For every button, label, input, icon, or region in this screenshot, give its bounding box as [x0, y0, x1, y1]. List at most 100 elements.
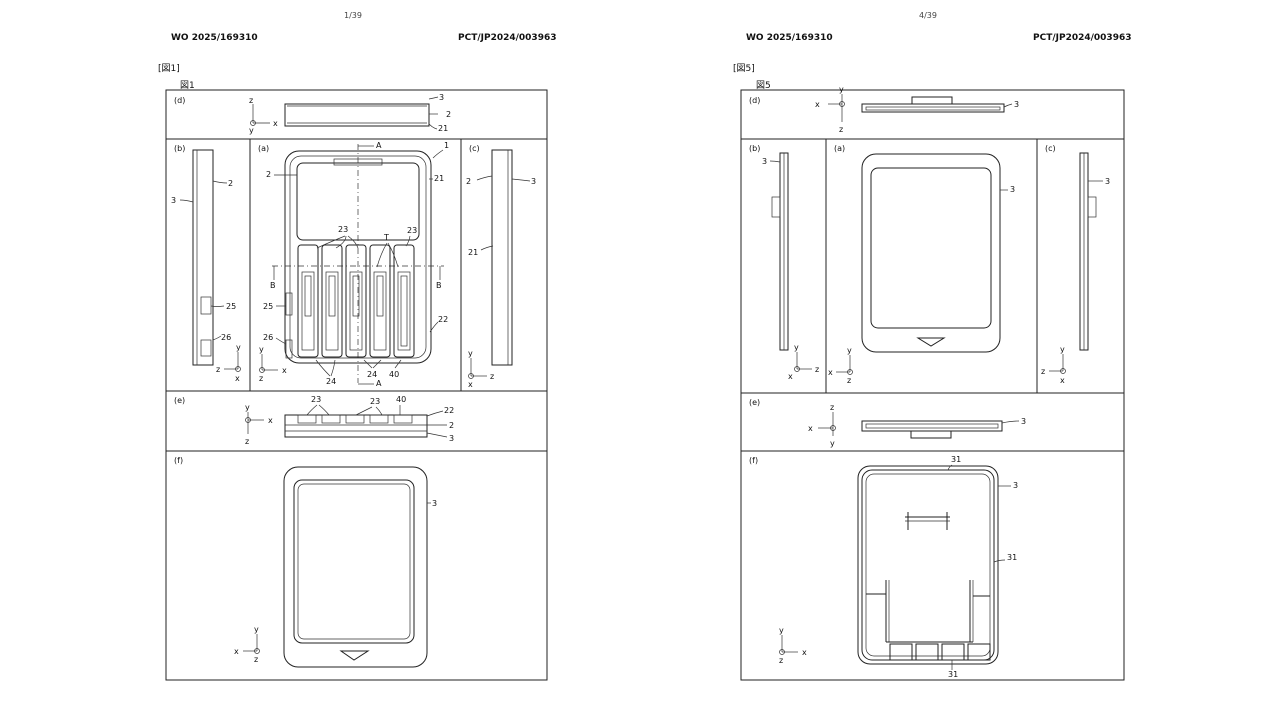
view-d-top: 3 x y z [815, 85, 1019, 134]
axis-z: z [249, 96, 253, 105]
ref-label: 26 [263, 333, 273, 342]
ref-label: 2 [266, 170, 271, 179]
application-number: PCT/JP2024/003963 [1033, 33, 1132, 43]
ref-label: 3 [1021, 417, 1026, 426]
ref-label: 3 [1105, 177, 1110, 186]
view-c-side: 2 3 21 y z x [466, 149, 536, 389]
ref-label: 24 [367, 370, 377, 379]
ref-2: 2 [228, 179, 233, 188]
ref-label: 25 [263, 302, 273, 311]
ref-label: x [268, 416, 273, 425]
ref-label: x [808, 424, 813, 433]
view-label-d: (d) [174, 96, 185, 105]
ref-3: 3 [439, 93, 444, 102]
figure-tag: [図1] [158, 64, 180, 74]
ref-label: z [815, 365, 819, 374]
page-number: 1/39 [344, 11, 362, 20]
ref-24: 24 [326, 377, 336, 386]
view-label-b: (b) [174, 144, 185, 153]
ref-label: z [490, 372, 494, 381]
ref-label: z [839, 125, 843, 134]
ref-label: y [847, 346, 852, 355]
view-e-bottom: 3 z x y [808, 403, 1026, 448]
view-f-back: 31 3 31 31 y x z [779, 455, 1018, 679]
ref-label: x [828, 368, 833, 377]
ref-label: 3 [449, 434, 454, 443]
ref-label: x [234, 647, 239, 656]
ref-label: z [830, 403, 834, 412]
ref-31: 31 [951, 455, 961, 464]
ref-label: y [236, 343, 241, 352]
view-c-side: 3 y z x [1041, 152, 1110, 385]
view-b-side: 2 3 25 26 y z x [171, 149, 241, 383]
ref-label: 3 [432, 499, 437, 508]
figure-caption: 図1 [180, 81, 195, 91]
ref-label: y [259, 345, 264, 354]
ref-2: 2 [446, 110, 451, 119]
ref-26: 26 [221, 333, 231, 342]
view-label-a: (a) [834, 144, 845, 153]
ref-label: 21 [434, 174, 444, 183]
ref-label: 3 [531, 177, 536, 186]
ref-label: x [1060, 376, 1065, 385]
ref-label: x [802, 648, 807, 657]
ref-label: y [468, 349, 473, 358]
view-label-e: (e) [749, 398, 760, 407]
ref-21: 21 [438, 124, 448, 133]
figure-5-drawing: (d) (b) (a) (c) (e) (f) 3 x y z 3 [740, 85, 1125, 681]
ref-label: x [282, 366, 287, 375]
ref-label: z [779, 656, 783, 665]
view-a-front: A A B B 1 2 21 23 23 T 22 25 [259, 141, 449, 388]
page-number: 4/39 [919, 11, 937, 20]
ref-label: y [830, 439, 835, 448]
axis-x: x [273, 119, 278, 128]
ref-label: x [235, 374, 240, 383]
view-b-side: 3 y z x [762, 152, 819, 381]
publication-number: WO 2025/169310 [746, 33, 833, 43]
view-f-back: 3 y x z [234, 466, 437, 668]
figure-tag: [図5] [733, 64, 755, 74]
ref-label: 3 [1014, 100, 1019, 109]
ref-1: 1 [444, 141, 449, 150]
ref-label: x [468, 380, 473, 389]
application-number: PCT/JP2024/003963 [458, 33, 557, 43]
publication-number: WO 2025/169310 [171, 33, 258, 43]
section-A-bottom: A [376, 379, 382, 388]
ref-label: z [245, 437, 249, 446]
ref-label: 2 [466, 177, 471, 186]
ref-label: z [847, 376, 851, 385]
ref-label: 31 [1007, 553, 1017, 562]
ref-T: T [383, 233, 389, 242]
view-label-e: (e) [174, 396, 185, 405]
figure-frame [165, 89, 548, 681]
axis-y: y [249, 126, 254, 135]
ref-label: y [245, 403, 250, 412]
view-a-front: 3 y x z [828, 153, 1015, 385]
section-B-right: B [436, 281, 442, 290]
view-label-c: (c) [469, 144, 480, 153]
ref-40: 40 [389, 370, 399, 379]
ref-label: 40 [396, 395, 406, 404]
view-d-top: 3 2 21 z x y [249, 93, 451, 135]
ref-label: 3 [762, 157, 767, 166]
ref-label: 21 [468, 248, 478, 257]
ref-label: y [779, 626, 784, 635]
figure-frame [740, 89, 1125, 681]
ref-label: y [1060, 345, 1065, 354]
ref-label: 3 [1010, 185, 1015, 194]
ref-label: 23 [407, 226, 417, 235]
view-label-a: (a) [258, 144, 269, 153]
left-patent-page: 1/39 WO 2025/169310 PCT/JP2024/003963 [図… [158, 11, 557, 681]
ref-label: 3 [1013, 481, 1018, 490]
ref-label: z [254, 655, 258, 664]
view-label-b: (b) [749, 144, 760, 153]
ref-22: 22 [438, 315, 448, 324]
ref-label: z [259, 374, 263, 383]
view-label-f: (f) [749, 456, 758, 465]
view-label-d: (d) [749, 96, 760, 105]
right-patent-page: 4/39 WO 2025/169310 PCT/JP2024/003963 [図… [640, 0, 1280, 720]
ref-label: z [1041, 367, 1045, 376]
view-e-bottom: 23 23 40 22 2 3 y x z [245, 395, 454, 446]
ref-label: 2 [449, 421, 454, 430]
ref-label: 23 [370, 397, 380, 406]
